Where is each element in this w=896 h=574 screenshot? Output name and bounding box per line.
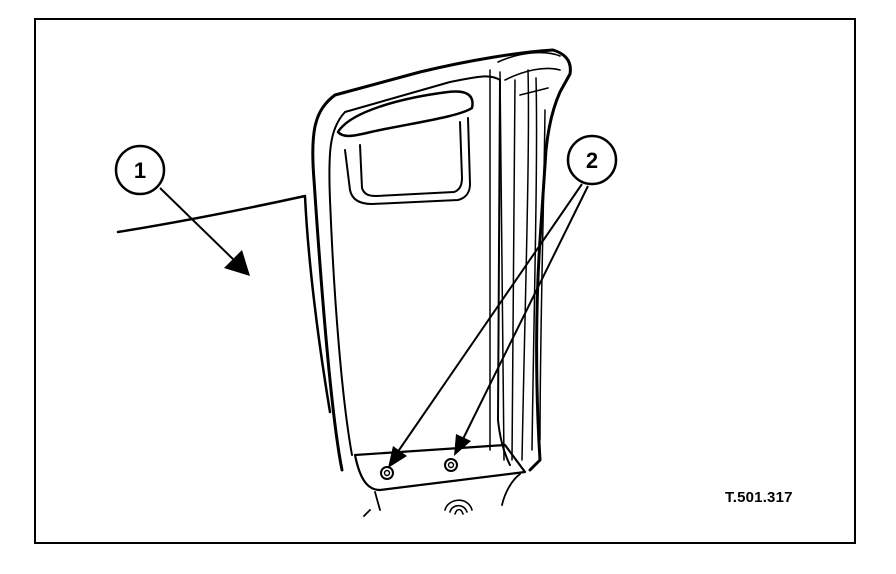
screw-left-inner xyxy=(383,469,391,477)
lower-bracket-base xyxy=(363,473,521,517)
grab-handle xyxy=(336,90,474,138)
callout-1-arrowhead xyxy=(224,250,250,276)
pillar-top-cap xyxy=(497,51,561,96)
grab-handle-recess xyxy=(344,117,471,205)
screw-right xyxy=(444,458,458,472)
screw-left xyxy=(380,466,394,480)
callout-1-label: 1 xyxy=(134,158,146,183)
callout-2-label: 2 xyxy=(586,148,598,173)
callout-1: 1 xyxy=(114,144,250,276)
pillar-trim-inner-edge xyxy=(328,75,511,466)
lower-clip xyxy=(444,499,473,515)
figure-frame xyxy=(34,18,856,544)
callout-2-arrowhead-left xyxy=(388,446,407,468)
pillar-trim-outer xyxy=(311,48,572,472)
callout-2: 2 xyxy=(388,134,618,468)
screw-right-inner xyxy=(447,461,455,469)
lower-bracket xyxy=(353,443,527,492)
callout-2-arrowhead-right xyxy=(454,434,471,456)
figure-reference-code: T.501.317 xyxy=(725,489,793,506)
body-panel-contour xyxy=(116,194,332,414)
pillar-channel xyxy=(489,69,546,461)
